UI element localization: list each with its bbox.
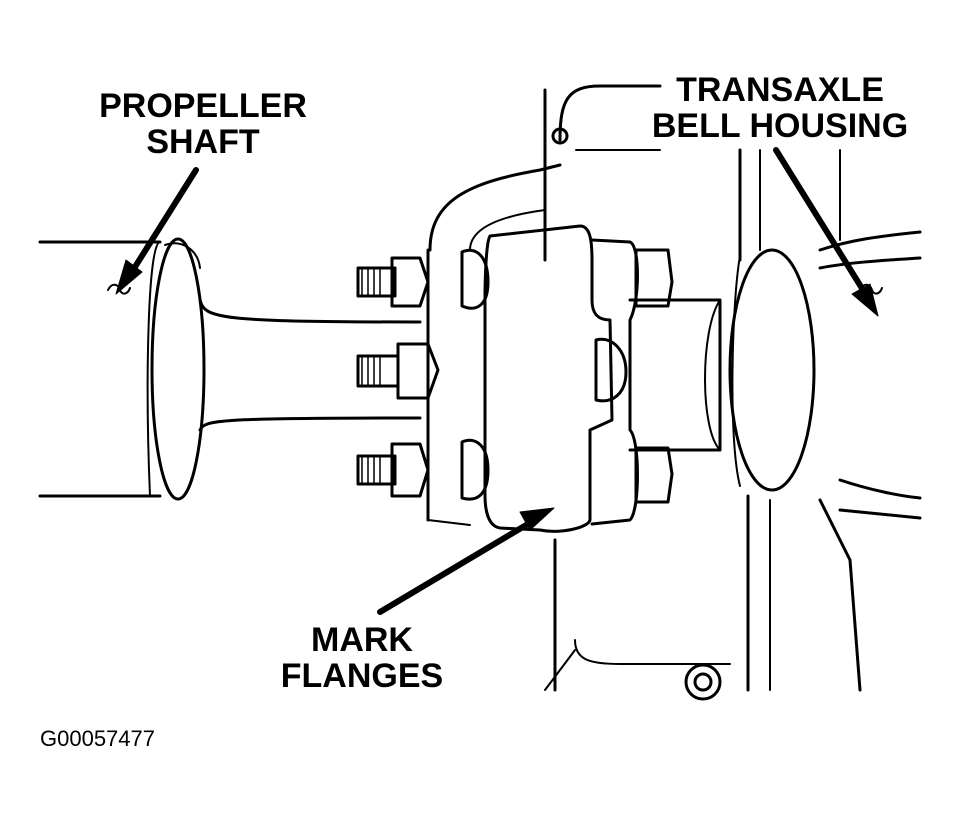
transaxle-bell-housing-label: TRANSAXLE BELL HOUSING <box>630 72 930 144</box>
arrow-bell-housing <box>776 150 868 298</box>
transaxle-label-line1: TRANSAXLE <box>676 71 884 109</box>
flange-bolts <box>358 250 672 502</box>
nut-right-top <box>636 250 672 306</box>
figure-id: G00057477 <box>40 726 155 751</box>
bolt-bottom <box>358 440 488 499</box>
bolt-middle <box>358 339 626 401</box>
nut-right-bottom <box>636 448 672 502</box>
mark-flanges-label-line1: MARK <box>311 621 413 659</box>
propeller-shaft <box>40 239 420 499</box>
arrowhead-bell-housing <box>852 284 878 316</box>
callout-arrows <box>116 150 878 612</box>
mark-flanges-label: MARK FLANGES <box>262 622 462 694</box>
propeller-shaft-label-line2: SHAFT <box>146 123 260 161</box>
propeller-shaft-label: PROPELLER SHAFT <box>78 88 328 160</box>
transaxle-label-line2: BELL HOUSING <box>651 107 909 145</box>
propeller-flange <box>428 226 612 531</box>
arrow-mark-flanges <box>380 518 538 612</box>
arrow-propeller-shaft <box>128 170 196 278</box>
mark-flanges-label-line2: FLANGES <box>280 657 444 695</box>
transaxle-bell-housing <box>430 86 920 699</box>
bolt-top <box>358 250 488 308</box>
arrowhead-mark-flanges <box>520 508 554 530</box>
arrowhead-propeller-shaft <box>116 260 142 294</box>
propeller-shaft-label-line1: PROPELLER <box>99 87 307 125</box>
